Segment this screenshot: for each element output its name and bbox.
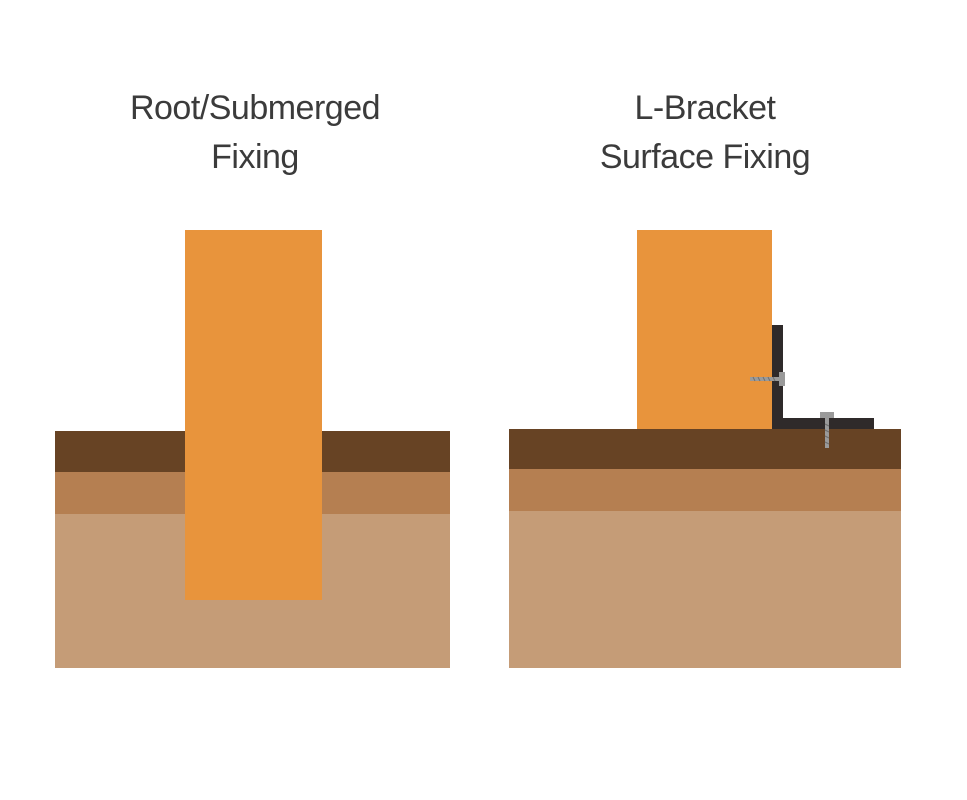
panel-title-bracket-fixing: L-Bracket Surface Fixing [495,84,915,182]
panel-title-root-fixing: Root/Submerged Fixing [45,84,465,182]
topsoil-layer [509,429,901,469]
title-line-1: L-Bracket [634,89,777,127]
mid-soil-layer [509,469,901,511]
deep-soil-layer [509,511,901,668]
bracket-fixing-illustration [509,230,901,668]
submerged-post [185,230,322,600]
surface-post [637,230,772,429]
title-line-2: Fixing [211,138,299,176]
title-line-2: Surface Fixing [599,138,811,176]
root-fixing-illustration [55,230,450,668]
title-line-1: Root/Submerged [129,89,381,127]
bracket-horizontal-leg [772,418,874,429]
ground-screw-icon [820,412,834,448]
wall-screw-icon [750,372,785,386]
